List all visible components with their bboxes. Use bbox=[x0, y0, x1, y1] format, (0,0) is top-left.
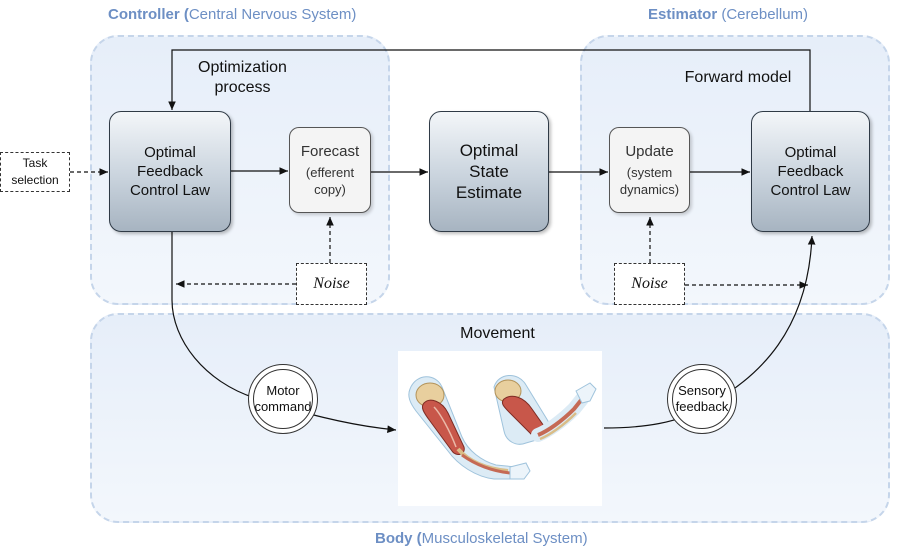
body-region-title: Body (Musculoskeletal System) bbox=[375, 530, 588, 547]
extended-arm-icon bbox=[408, 376, 531, 480]
noise-box-controller: Noise bbox=[296, 263, 367, 305]
movement-label: Movement bbox=[460, 325, 535, 342]
arm-illustration-panel bbox=[398, 351, 602, 506]
flexed-arm-icon bbox=[493, 375, 597, 445]
estimator-region-title: Estimator (Cerebellum) bbox=[648, 6, 809, 23]
controller-region-title: Controller (Central Nervous System) bbox=[108, 6, 357, 23]
forward-model-label: Forward model bbox=[684, 69, 792, 86]
arm-illustration-icon bbox=[408, 375, 597, 480]
forward-model-loop-arrow bbox=[168, 49, 811, 112]
noise-box-estimator: Noise bbox=[614, 263, 685, 305]
optimization-process-label: Optimization process bbox=[198, 59, 287, 96]
